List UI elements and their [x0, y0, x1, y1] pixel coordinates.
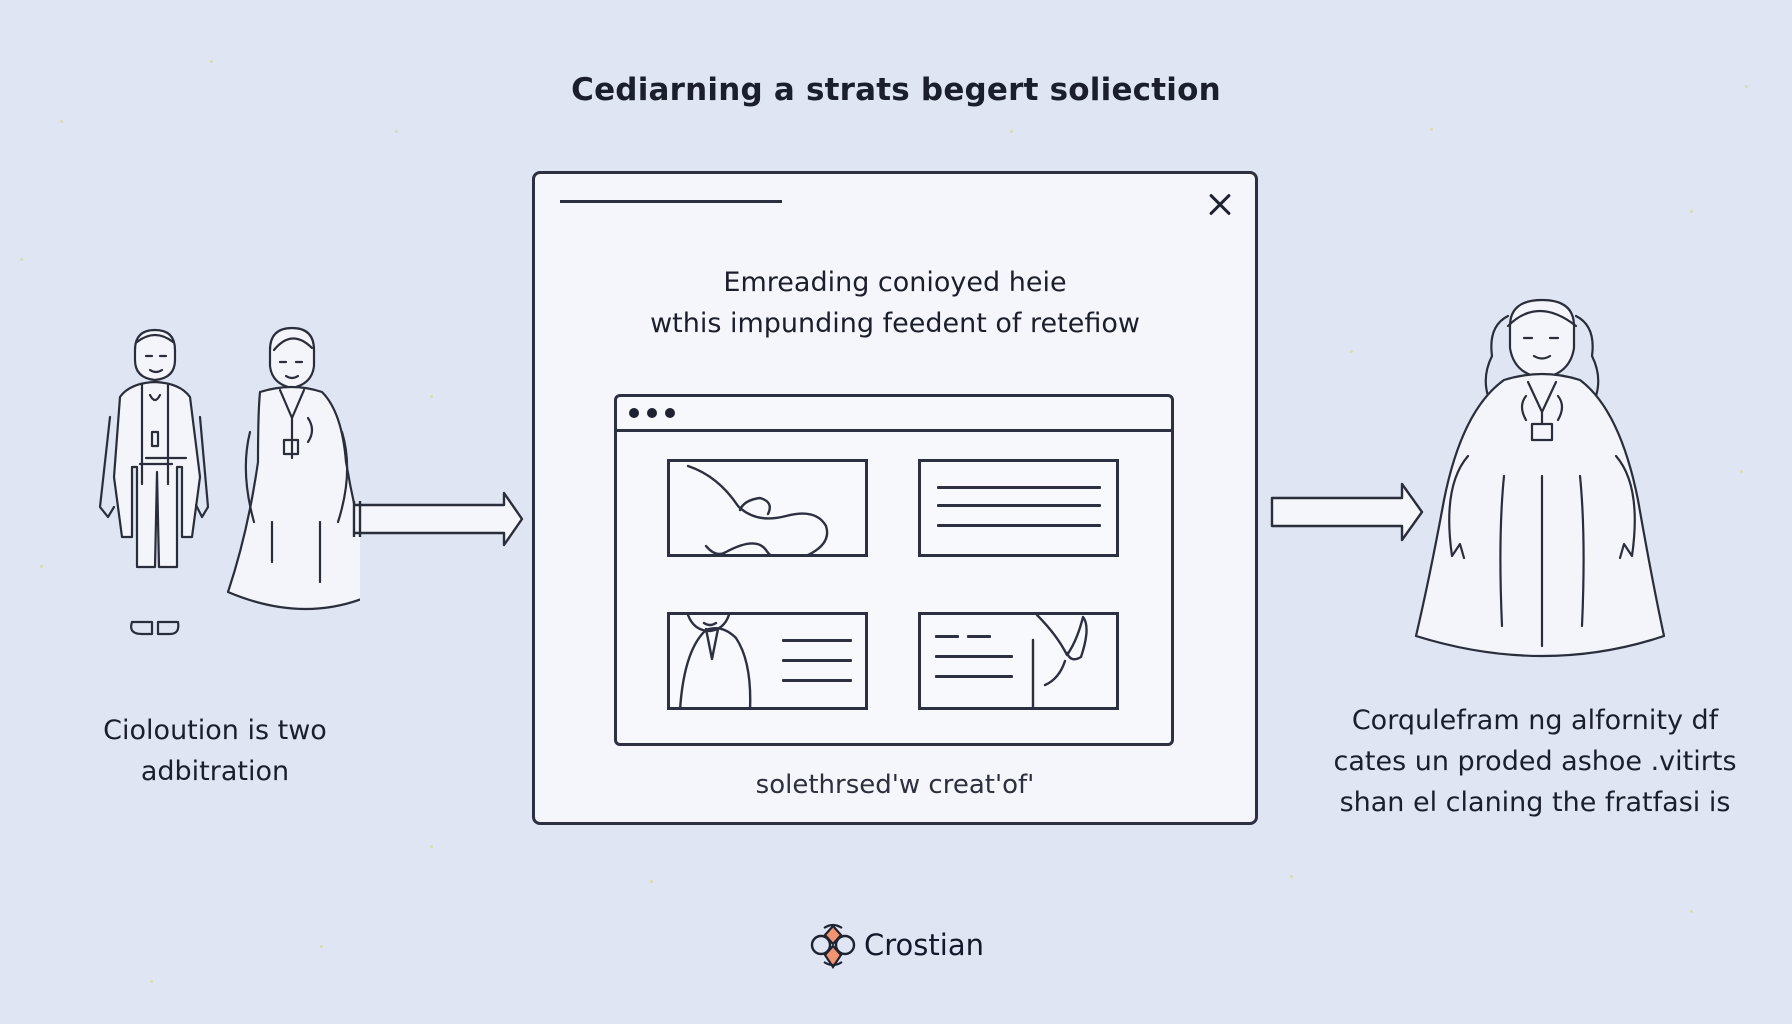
woman-figure — [226, 326, 360, 610]
browser-dot-icon — [647, 408, 657, 418]
portrait-sketch-icon — [678, 615, 752, 710]
browser-dot-icon — [665, 408, 675, 418]
right-caption-line-2: cates un proded ashoe .vitirts — [1333, 746, 1737, 777]
two-people-illustration — [98, 326, 360, 636]
window-title-line — [560, 200, 782, 203]
right-arrow-icon — [1270, 482, 1424, 542]
right-caption-line-1: Corqulefram ng alfornity df — [1351, 705, 1719, 736]
sketch-image-icon — [686, 464, 829, 557]
window-footer-text: solethrsed'w creat'of' — [755, 770, 1035, 800]
right-caption-line-3: shan el claning the fratfasi is — [1339, 787, 1731, 818]
content-card-portrait[interactable] — [667, 612, 868, 710]
window-heading: Emreading conioyed heie wthis impunding … — [535, 262, 1255, 344]
browser-dot-icon — [629, 408, 639, 418]
left-caption-line-2: adbitration — [140, 756, 290, 787]
window-heading-line-1: Emreading conioyed heie — [723, 267, 1067, 298]
close-icon[interactable] — [1203, 188, 1237, 222]
right-arrow-icon — [352, 491, 524, 547]
hand-sketch-icon — [1031, 615, 1088, 710]
brand-footer: Crostian — [810, 920, 984, 970]
browser-toolbar — [617, 397, 1171, 432]
left-caption: Cioloution is two adbitration — [70, 710, 360, 792]
dialog-window: Emreading conioyed heie wthis impunding … — [532, 171, 1258, 825]
left-caption-line-1: Cioloution is two — [103, 715, 327, 746]
browser-mockup — [614, 394, 1174, 746]
content-card-text[interactable] — [918, 459, 1119, 557]
content-card-image[interactable] — [667, 459, 868, 557]
diagram-title: Cediarning a strats begert soliection — [571, 72, 1221, 108]
window-heading-line-2: wthis impunding feedent of retefiow — [650, 308, 1140, 339]
brand-logo-icon — [810, 923, 856, 969]
brand-name: Crostian — [864, 928, 984, 962]
man-figure — [98, 328, 210, 636]
content-card-mixed[interactable] — [918, 612, 1119, 710]
robed-woman-illustration — [1414, 298, 1666, 658]
right-caption: Corqulefram ng alfornity df cates un pro… — [1290, 700, 1780, 823]
